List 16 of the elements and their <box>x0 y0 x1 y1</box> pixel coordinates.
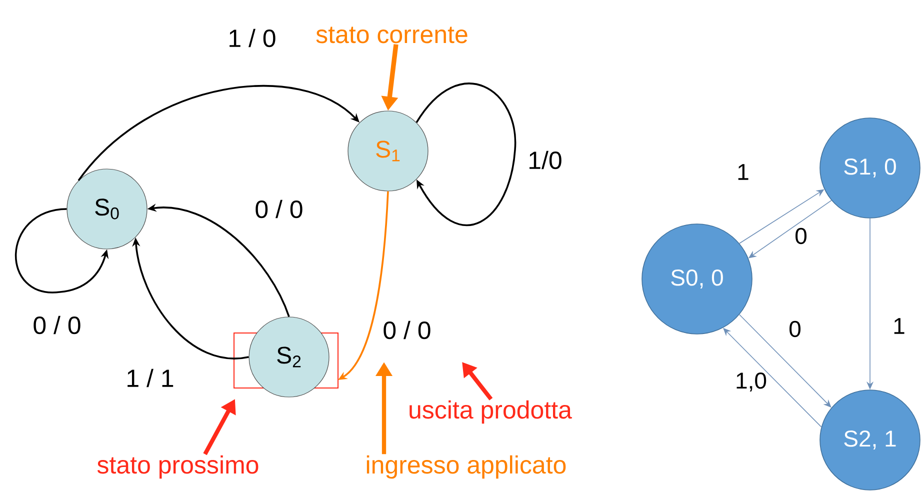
annotation-text: ingresso applicato <box>366 455 566 479</box>
edge-label: 1 <box>894 318 904 334</box>
arrow <box>416 82 516 226</box>
edge-label: 1/0 <box>530 150 562 170</box>
edge-label: 0 <box>796 228 806 244</box>
edge-label: 0 / 0 <box>256 200 302 218</box>
edge-label: 0 / 0 <box>34 316 80 334</box>
annotation-text: stato corrente <box>316 26 468 44</box>
edge-label: 0 <box>790 320 800 338</box>
edge-label: 1 / 0 <box>230 28 276 48</box>
annotation-text: uscita prodotta <box>410 400 572 424</box>
edge-label: 0 / 0 <box>384 320 430 340</box>
edge-label: 1 / 1 <box>128 368 174 388</box>
edge-label: 1 <box>738 164 748 180</box>
annotation-text: stato prossimo <box>97 455 258 479</box>
edge-label: 1,0 <box>736 372 766 392</box>
